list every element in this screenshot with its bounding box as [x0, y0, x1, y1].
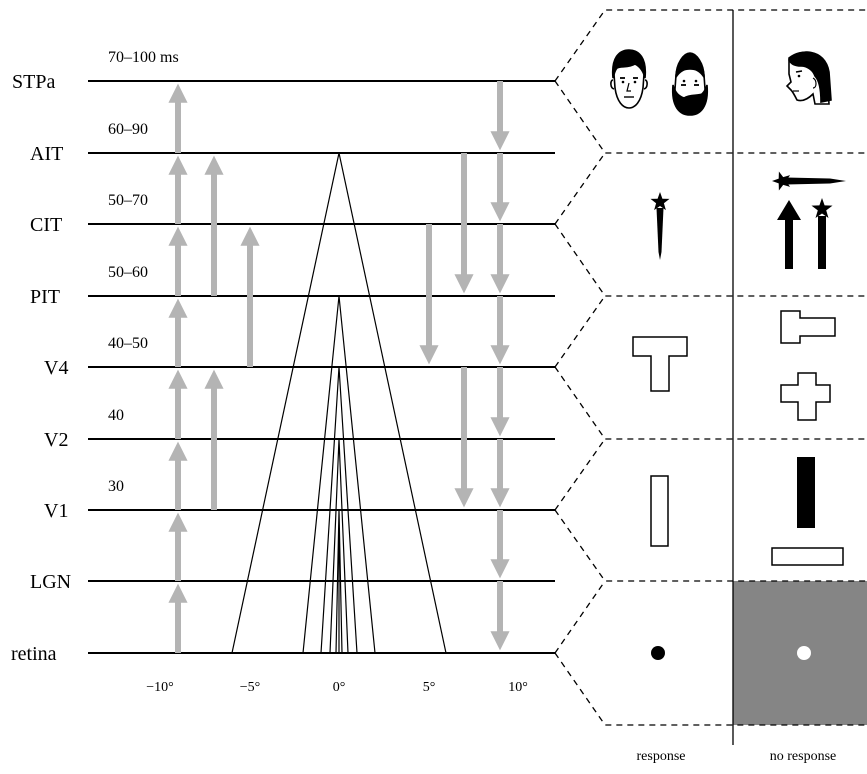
receptive-field-v4 — [320, 366, 358, 654]
star-bar-response-icon — [650, 192, 670, 260]
receptive-field-pit — [302, 295, 376, 654]
face-front-icon — [610, 49, 648, 109]
face-inverted-icon — [671, 52, 709, 116]
filled-bar-icon — [797, 457, 815, 528]
latency-label-cit: 50–70 — [108, 192, 148, 209]
area-label-cit: CIT — [30, 214, 62, 236]
connector-v4-v2 — [554, 366, 867, 440]
receptive-field-v2 — [329, 438, 349, 654]
connector-v4 — [554, 295, 606, 368]
connector-v1 — [554, 438, 606, 511]
connector-cit — [554, 152, 606, 225]
tick-label-minus-10: −10° — [146, 680, 174, 695]
black-dot-icon — [651, 646, 665, 660]
face-profile-icon — [785, 51, 832, 105]
area-label-stpa: STPa — [12, 71, 55, 93]
cross-shape-icon — [780, 372, 831, 421]
latency-label-v1: 30 — [108, 478, 124, 495]
outline-bar-icon — [650, 475, 669, 547]
connector-v1-lgn — [554, 509, 867, 582]
latency-label-v4: 40–50 — [108, 335, 148, 352]
t-shape-icon — [632, 336, 688, 392]
star-bar-horizontal-icon — [772, 171, 846, 191]
latency-label-v2: 40 — [108, 407, 124, 424]
area-label-v2: V2 — [44, 429, 68, 451]
area-label-lgn: LGN — [30, 571, 71, 593]
tick-label-0: 0° — [333, 680, 346, 695]
receptive-field-ait — [231, 152, 447, 654]
latency-label-stpa: 70–100 ms — [108, 49, 179, 66]
area-label-ait: AIT — [30, 143, 63, 165]
connection-arrows — [168, 81, 510, 653]
receptive-field-v1 — [335, 509, 343, 654]
tick-label-5: 5° — [423, 680, 436, 695]
arrow-bars-icon — [777, 198, 833, 269]
tick-label-minus-5: −5° — [240, 680, 261, 695]
receptive-field-cones — [231, 152, 447, 654]
white-dot-icon — [797, 646, 811, 660]
response-column-label: response — [637, 749, 686, 764]
latency-label-ait: 60–90 — [108, 121, 148, 138]
l-shape-icon — [780, 310, 836, 344]
eccentricity-axis: −10° −5° 0° 5° 10° — [146, 680, 528, 695]
hierarchy-levels: STPa 70–100 ms AIT 60–90 CIT 50–70 PIT 5… — [11, 49, 555, 665]
area-label-v1: V1 — [44, 500, 68, 522]
no-response-column-label: no response — [770, 749, 837, 764]
connector-retina-up — [554, 580, 606, 654]
area-label-retina: retina — [11, 643, 57, 665]
area-label-v4: V4 — [44, 357, 68, 379]
area-label-pit: PIT — [30, 286, 60, 308]
latency-label-pit: 50–60 — [108, 264, 148, 281]
panel-connectors — [554, 9, 867, 726]
horizontal-bar-icon — [771, 547, 844, 566]
tick-label-10: 10° — [508, 680, 528, 695]
